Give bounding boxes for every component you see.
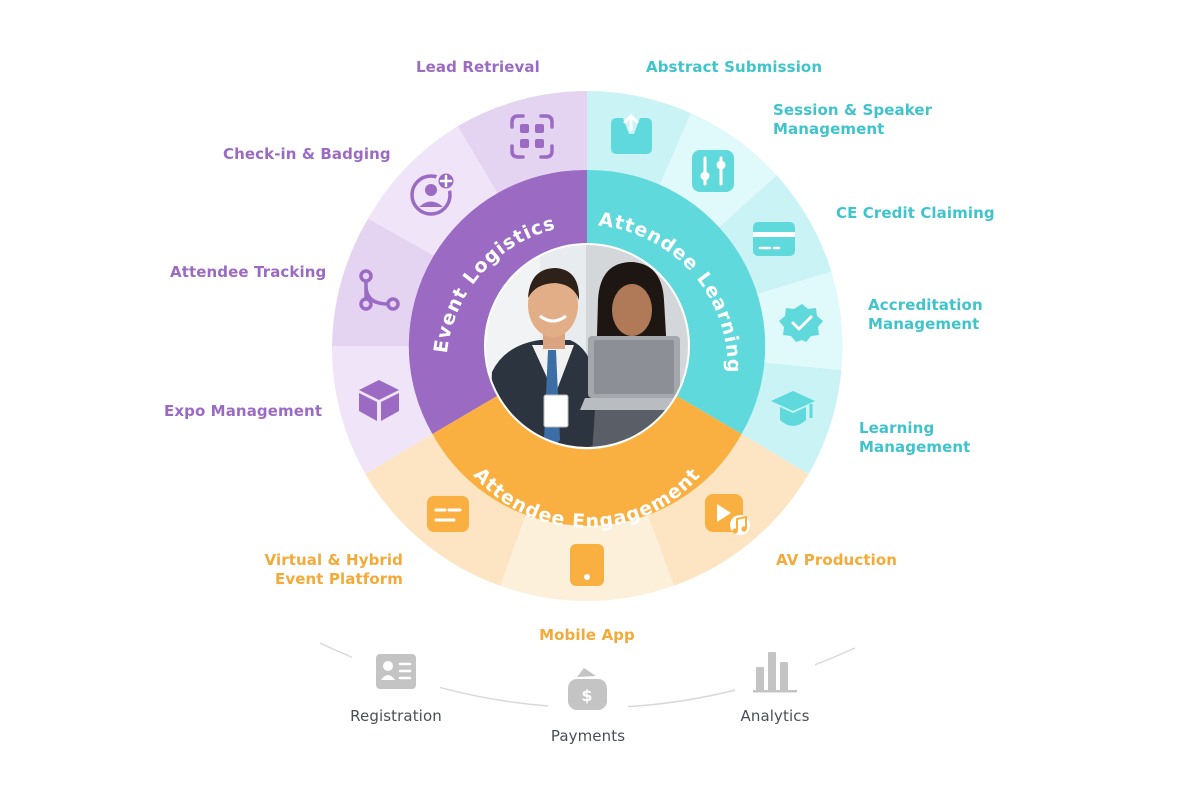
label-analytics[interactable]: Analytics xyxy=(740,707,810,725)
grid-scan-icon xyxy=(510,114,554,159)
segment-attendee-tracking[interactable] xyxy=(332,218,437,346)
box-icon xyxy=(359,380,399,421)
label-lead-retrieval[interactable]: Lead Retrieval xyxy=(416,58,540,76)
center-photo xyxy=(485,244,689,448)
ring-attendee-engagement[interactable] xyxy=(432,395,742,526)
ring-attendee-learning[interactable] xyxy=(587,169,766,435)
label-line: Accreditation xyxy=(868,296,983,314)
user-add-icon xyxy=(410,170,457,216)
inner-ring xyxy=(408,169,766,526)
label-ce-credit[interactable]: CE Credit Claiming xyxy=(836,204,995,222)
svg-text:$: $ xyxy=(581,686,592,705)
sliders-icon xyxy=(692,150,734,192)
bar-chart-icon xyxy=(753,652,797,693)
label-registration[interactable]: Registration xyxy=(350,707,442,725)
id-card-icon xyxy=(376,654,416,689)
label-payments[interactable]: Payments xyxy=(550,727,626,745)
label-virtual-hybrid[interactable]: Virtual & Hybrid Event Platform xyxy=(262,551,403,589)
label-line: Management xyxy=(773,120,885,138)
label-accreditation[interactable]: Accreditation Management xyxy=(868,296,983,334)
label-av-production[interactable]: AV Production xyxy=(776,551,898,569)
subtitles-icon xyxy=(427,496,469,532)
route-icon xyxy=(359,269,400,311)
label-expo-management[interactable]: Expo Management xyxy=(164,402,323,420)
label-line: Learning xyxy=(859,419,935,437)
label-line: Event Platform xyxy=(275,570,403,588)
label-line: Virtual & Hybrid xyxy=(264,551,403,569)
label-mobile-app[interactable]: Mobile App xyxy=(539,626,635,644)
label-line: Session & Speaker xyxy=(773,101,933,119)
label-attendee-tracking[interactable]: Attendee Tracking xyxy=(170,263,327,281)
label-line: Management xyxy=(868,315,980,333)
money-bag-icon: $ xyxy=(568,668,607,710)
label-line: Management xyxy=(859,438,971,456)
label-checkin-badging[interactable]: Check-in & Badging xyxy=(223,145,391,163)
upload-tray-icon xyxy=(611,113,652,154)
label-abstract-submission[interactable]: Abstract Submission xyxy=(646,58,823,76)
label-session-speaker[interactable]: Session & Speaker Management xyxy=(773,101,932,139)
credit-card-icon xyxy=(753,222,795,256)
ring-event-logistics[interactable] xyxy=(408,169,587,435)
label-learning-management[interactable]: Learning Management xyxy=(859,419,970,457)
graduation-cap-icon xyxy=(771,391,815,426)
mobile-phone-icon xyxy=(570,544,604,586)
media-music-icon xyxy=(705,494,750,535)
verified-badge-icon xyxy=(779,304,823,342)
